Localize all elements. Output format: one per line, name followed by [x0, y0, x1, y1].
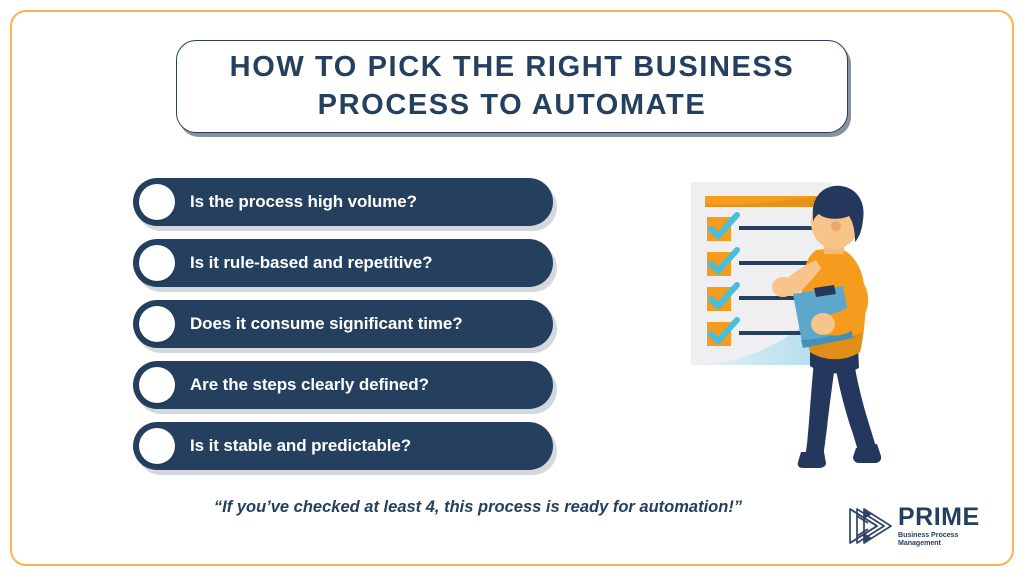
- checkbox-circle-icon[interactable]: [139, 367, 175, 403]
- checklist-item-3[interactable]: Does it consume significant time?: [133, 300, 553, 348]
- check-icon: [708, 247, 740, 274]
- board-line: [739, 261, 812, 265]
- person-front-leg: [835, 361, 877, 454]
- logo-tagline: Business Process Management: [898, 531, 959, 547]
- title-box: HOW TO PICK THE RIGHT BUSINESS PROCESS T…: [176, 40, 848, 133]
- checklist-list: Is the process high volume? Is it rule-b…: [133, 178, 557, 483]
- checklist-item-4[interactable]: Are the steps clearly defined?: [133, 361, 553, 409]
- board-line: [739, 226, 812, 230]
- board-check-row-4: [707, 317, 812, 346]
- board-check-row-3: [707, 282, 812, 311]
- person-fist: [772, 277, 794, 297]
- person-figure: [772, 185, 882, 468]
- wave-decoration: [691, 296, 831, 365]
- board-line: [739, 296, 812, 300]
- person-hair: [812, 185, 864, 242]
- check-icon: [708, 282, 740, 309]
- logo-text-block: PRIME Business Process Management: [898, 505, 996, 546]
- footer-quote: “If you’ve checked at least 4, this proc…: [213, 498, 743, 516]
- checklist-item-label: Does it consume significant time?: [190, 314, 463, 333]
- checklist-item-label: Is it rule-based and repetitive?: [190, 253, 433, 272]
- checklist-item-label: Is the process high volume?: [190, 192, 417, 211]
- checklist-item-label: Are the steps clearly defined?: [190, 375, 429, 394]
- checklist-item-2[interactable]: Is it rule-based and repetitive?: [133, 239, 553, 287]
- board-check-row-2: [707, 247, 812, 276]
- person-back-shoe: [797, 452, 826, 468]
- person-shirt-shade: [805, 328, 863, 360]
- logo-name: PRIME: [898, 503, 980, 532]
- person-hand: [811, 313, 835, 335]
- checklist-item-5[interactable]: Is it stable and predictable?: [133, 422, 553, 470]
- interlocking-triangles-icon: [849, 508, 892, 544]
- checklist-item-1[interactable]: Is the process high volume?: [133, 178, 553, 226]
- person-front-shoe: [853, 444, 882, 463]
- page-title: HOW TO PICK THE RIGHT BUSINESS PROCESS T…: [229, 51, 795, 121]
- check-icon: [708, 212, 740, 239]
- board-line: [739, 331, 812, 335]
- checkbox-circle-icon[interactable]: [139, 428, 175, 464]
- person-with-checklist-illustration: [691, 182, 882, 468]
- prime-logo: PRIME Business Process Management: [846, 502, 996, 550]
- person-back-leg: [805, 361, 835, 458]
- checkbox-circle-icon[interactable]: [139, 184, 175, 220]
- board-check-row-1: [707, 212, 812, 241]
- clipboard-clip: [814, 285, 836, 297]
- checklist-item-label: Is it stable and predictable?: [190, 436, 411, 455]
- person-ear: [831, 221, 841, 231]
- check-icon: [708, 317, 740, 344]
- board-header-bar-shade: [705, 196, 817, 207]
- checkbox-circle-icon[interactable]: [139, 306, 175, 342]
- checkbox-circle-icon[interactable]: [139, 245, 175, 281]
